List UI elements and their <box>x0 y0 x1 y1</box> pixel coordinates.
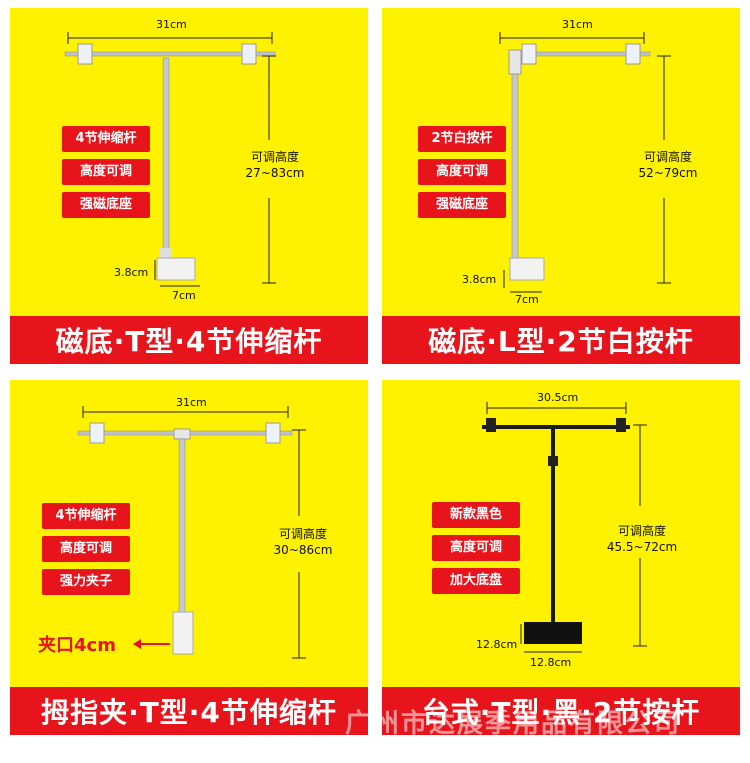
t-stand-black-desktop-illustration <box>482 402 647 653</box>
feature-tag: 高度可调 <box>418 159 506 185</box>
height-title: 可调高度 <box>278 527 327 541</box>
feature-tag: 高度可调 <box>42 536 130 562</box>
clamp-opening-label: 夹口4cm <box>38 635 116 656</box>
product-panel-4: 30.5cm 新款黑色 高度可调 加大底盘 可调高度 45.5~72cm 12.… <box>382 380 740 735</box>
feature-tag: 4节伸缩杆 <box>42 503 130 529</box>
product-panel-2: 31cm 2节白按杆 高度可调 强磁底座 可调高度 52~79cm 3.8cm … <box>382 8 740 364</box>
base-width-label: 7cm <box>172 289 196 302</box>
product-title-banner: 磁底·L型·2节白按杆 <box>382 316 740 364</box>
width-dimension-label: 31cm <box>562 18 593 31</box>
feature-tag: 强磁底座 <box>62 192 150 218</box>
t-stand-magnetic-illustration <box>64 32 276 287</box>
height-range: 45.5~72cm <box>606 540 678 554</box>
width-dimension-label: 31cm <box>176 396 207 409</box>
base-height-label: 3.8cm <box>114 266 149 279</box>
base-height-label: 12.8cm <box>476 638 518 651</box>
feature-tag: 强力夹子 <box>42 569 130 595</box>
product-title-banner: 台式·T型·黑·2节按杆 <box>382 687 740 735</box>
base-width-label: 12.8cm <box>530 656 572 669</box>
t-stand-clip-illustration <box>77 406 306 659</box>
base-width-label: 7cm <box>515 293 539 306</box>
height-range: 27~83cm <box>245 166 305 180</box>
feature-tag: 加大底盘 <box>432 568 520 594</box>
width-dimension-label: 31cm <box>156 18 187 31</box>
feature-tag: 新款黑色 <box>432 502 520 528</box>
product-title-banner: 拇指夹·T型·4节伸缩杆 <box>10 687 368 735</box>
feature-tag: 强磁底座 <box>418 192 506 218</box>
feature-tag: 2节白按杆 <box>418 126 506 152</box>
feature-tag: 高度可调 <box>62 159 150 185</box>
height-title: 可调高度 <box>250 150 299 164</box>
base-height-label: 3.8cm <box>462 273 497 286</box>
height-title: 可调高度 <box>617 524 666 538</box>
feature-tag: 4节伸缩杆 <box>62 126 150 152</box>
l-stand-magnetic-illustration <box>499 32 671 293</box>
product-panel-1: 31cm 4节伸缩杆 高度可调 强磁底座 可调高度 27~83cm 3.8cm … <box>10 8 368 364</box>
feature-tag: 高度可调 <box>432 535 520 561</box>
height-range: 52~79cm <box>638 166 698 180</box>
product-title-banner: 磁底·T型·4节伸缩杆 <box>10 316 368 364</box>
height-title: 可调高度 <box>643 150 692 164</box>
height-range: 30~86cm <box>273 543 333 557</box>
product-panel-3: 31cm 4节伸缩杆 高度可调 强力夹子 可调高度 30~86cm 夹口4cm … <box>10 380 368 735</box>
width-dimension-label: 30.5cm <box>537 391 579 404</box>
